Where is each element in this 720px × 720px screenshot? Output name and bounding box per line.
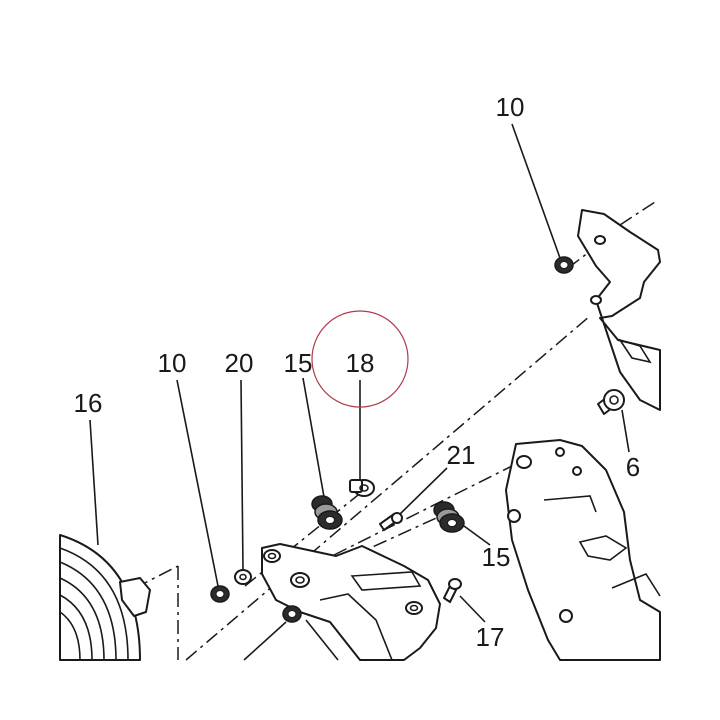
callout-6: 6 [626,452,640,482]
lower-bracket [243,543,441,661]
nut-lower-bracket [282,605,302,623]
callout-15-left: 15 [284,348,313,378]
right-mounting-plate [505,439,661,661]
part-17-screw [443,578,462,603]
callout-16: 16 [74,388,103,418]
callout-17: 17 [476,622,505,652]
part-10-nut-top [554,256,574,274]
callout-18: 18 [346,348,375,378]
callout-labels: 10 10 20 15 18 16 21 6 15 17 [74,92,641,652]
part-15-grommet-right [433,501,465,533]
part-16-lamp-housing [59,534,151,661]
callout-21: 21 [447,440,476,470]
callout-20: 20 [225,348,254,378]
part-10-nut-left [210,585,230,603]
callout-15-right: 15 [482,542,511,572]
callout-10-top: 10 [496,92,525,122]
part-21-screw [379,512,403,531]
highlight-circle [311,310,409,408]
upper-right-bracket [577,209,661,411]
leader-lines [89,123,630,623]
part-6-bolt [597,389,625,415]
part-18-collar [349,479,375,497]
part-15-grommet-left [311,495,343,530]
callout-10-left: 10 [158,348,187,378]
part-20-washer [234,569,252,585]
